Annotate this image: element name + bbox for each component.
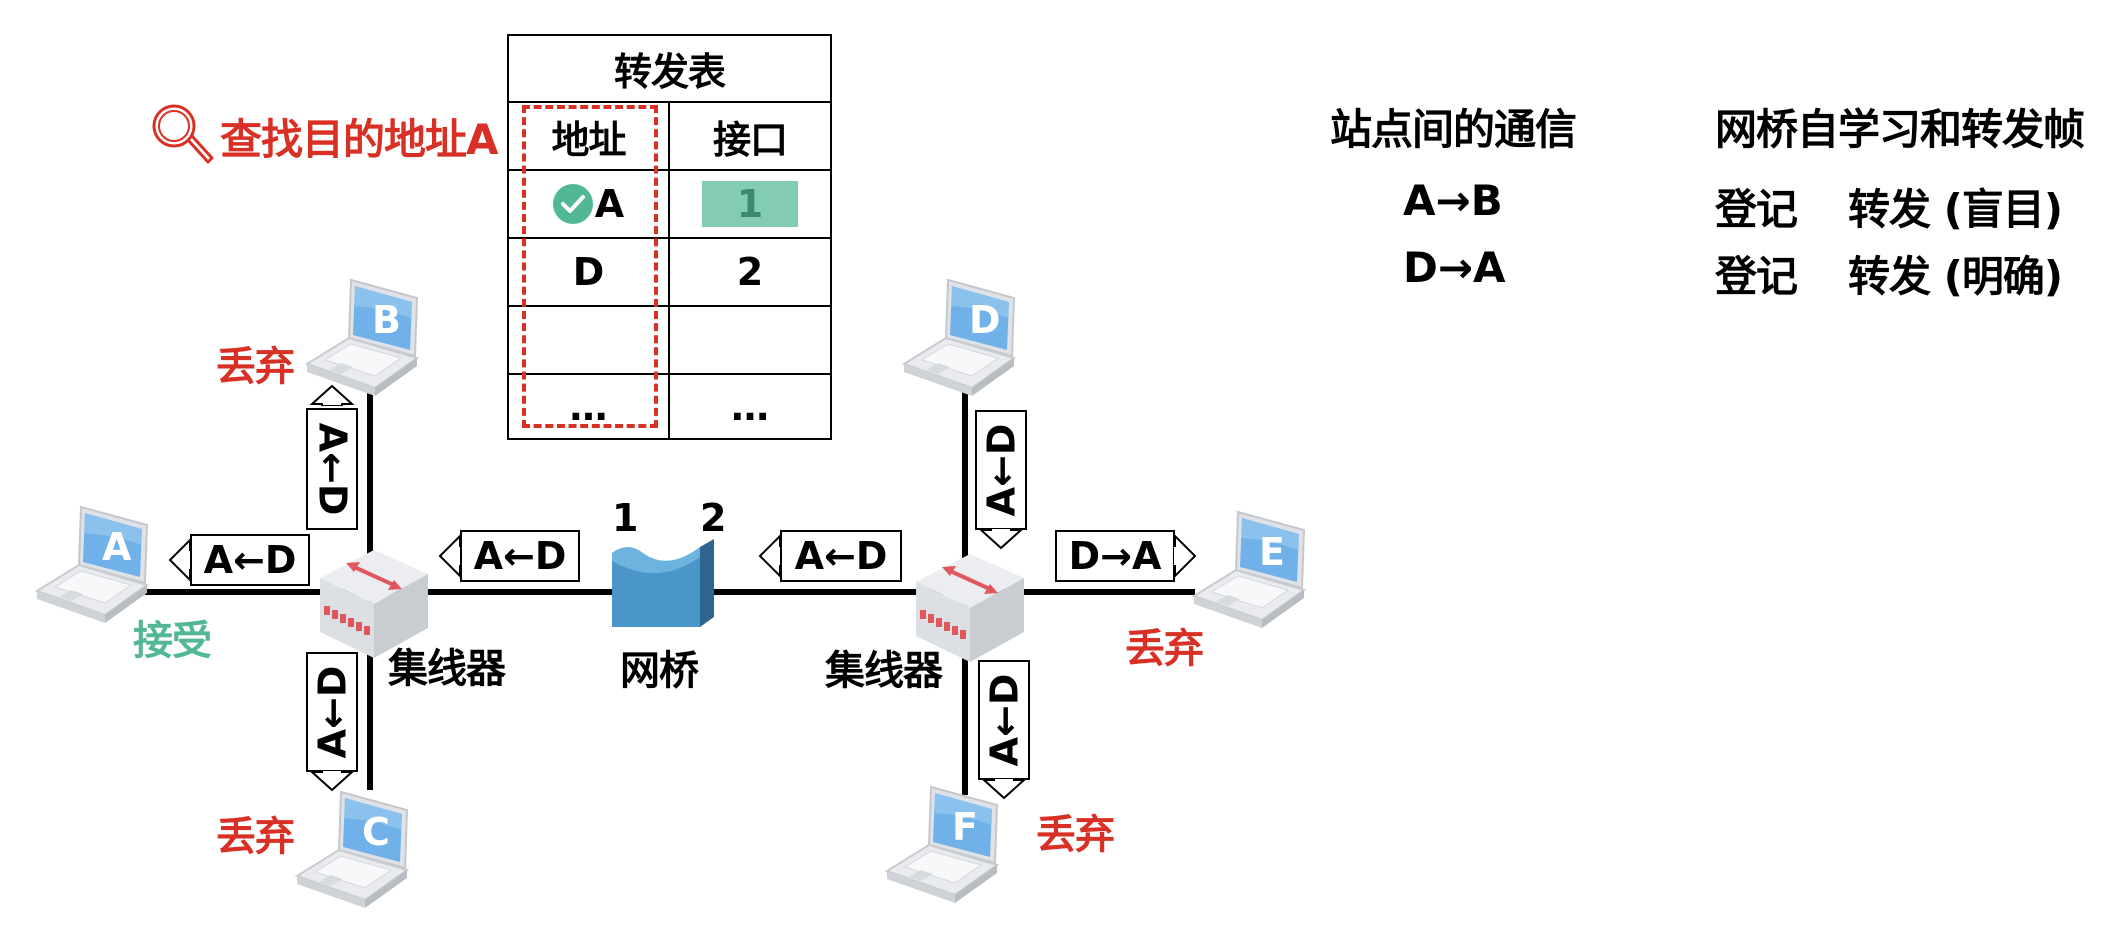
laptop-icon <box>306 279 418 397</box>
legend-forward-2: 转发 (明确) <box>1848 252 2063 301</box>
station-b-status: 丢弃 <box>216 344 295 390</box>
address-column-highlight <box>522 105 658 428</box>
header-port: 接口 <box>712 117 788 162</box>
table-title: 转发表 <box>509 36 830 103</box>
station-c-status: 丢弃 <box>216 814 295 860</box>
table-row: … … <box>509 375 830 438</box>
frame-label: A←D <box>310 422 355 516</box>
laptop-icon <box>903 279 1015 397</box>
station-b[interactable]: B <box>305 278 425 398</box>
legend-forward-1: 转发 (盲目) <box>1848 185 2063 234</box>
frame-label: A←D <box>190 534 310 586</box>
table-row <box>509 307 830 375</box>
matched-port-highlight: 1 <box>702 181 798 227</box>
address-cell: … <box>509 375 670 438</box>
arrowhead-left-icon <box>758 533 782 579</box>
link-hub-right-d <box>962 392 968 602</box>
station-f-status: 丢弃 <box>1036 812 1115 858</box>
frame-from-d: A←D <box>975 410 1027 554</box>
address-value: A <box>594 182 625 226</box>
bridge-port-1: 1 <box>612 496 639 540</box>
station-d[interactable]: D <box>902 278 1022 398</box>
arrowhead-down-icon <box>978 527 1024 550</box>
station-c-letter: C <box>362 810 390 854</box>
frame-to-a: A←D <box>168 534 310 586</box>
legend-right-header: 网桥自学习和转发帧 <box>1715 105 2085 154</box>
link-hub-left-c <box>367 600 373 790</box>
legend-learn-2: 登记 <box>1715 252 1798 301</box>
port-cell <box>670 307 830 373</box>
arrowhead-right-icon <box>1173 533 1197 579</box>
station-e-status: 丢弃 <box>1125 626 1204 672</box>
frame-label: A←D <box>310 665 355 759</box>
arrowhead-down-icon <box>981 777 1027 800</box>
station-f[interactable]: F <box>885 785 1005 905</box>
table-header-row: 地址 接口 <box>509 103 830 171</box>
link-hub-right-f <box>962 600 968 795</box>
arrowhead-down-icon <box>309 769 355 792</box>
station-e-letter: E <box>1259 530 1285 574</box>
legend-left-header: 站点间的通信 <box>1330 105 1577 154</box>
bridge[interactable] <box>608 535 718 630</box>
frame-to-e: D→A <box>1055 530 1197 582</box>
table-row: D 2 <box>509 239 830 307</box>
station-b-letter: B <box>372 298 401 342</box>
table-row: A 1 <box>509 171 830 239</box>
hub-left-label: 集线器 <box>388 646 506 692</box>
laptop-icon <box>1193 511 1305 629</box>
check-icon <box>552 184 593 224</box>
frame-to-bridge-left: A←D <box>438 530 580 582</box>
bridge-label: 网桥 <box>620 648 699 694</box>
station-a-letter: A <box>102 525 132 569</box>
port-cell: 1 <box>670 171 830 237</box>
port-cell: … <box>731 384 769 429</box>
station-e[interactable]: E <box>1192 510 1312 630</box>
laptop-icon <box>296 791 408 909</box>
hub-right-label: 集线器 <box>825 648 943 694</box>
legend-comm-1: A→B <box>1403 176 1503 225</box>
address-cell <box>509 307 670 373</box>
search-label: 查找目的地址A <box>220 115 499 164</box>
arrowhead-left-icon <box>438 533 462 579</box>
station-c[interactable]: C <box>295 790 415 910</box>
frame-to-f: A←D <box>978 660 1030 804</box>
frame-label: A←D <box>460 530 580 582</box>
station-f-letter: F <box>952 805 978 849</box>
frame-label: A←D <box>979 423 1024 517</box>
station-a-status: 接受 <box>133 618 212 664</box>
bridge-icon <box>612 539 714 627</box>
station-d-letter: D <box>969 298 1001 342</box>
frame-to-b: A←D <box>306 384 358 530</box>
legend-comm-2: D→A <box>1403 243 1506 292</box>
station-a[interactable]: A <box>35 505 155 625</box>
port-cell: 2 <box>736 250 764 294</box>
laptop-icon <box>36 506 148 624</box>
arrowhead-left-icon <box>168 537 192 583</box>
link-hub-left-b <box>367 392 373 602</box>
frame-label: A←D <box>982 673 1027 767</box>
frame-label: A←D <box>780 530 902 582</box>
bridge-port-2: 2 <box>700 496 727 540</box>
frame-to-c: A←D <box>306 652 358 796</box>
arrowhead-up-icon <box>309 384 355 407</box>
header-address: 地址 <box>509 103 670 169</box>
frame-label: D→A <box>1055 530 1175 582</box>
forwarding-table: 转发表 地址 接口 A 1 D 2 … … <box>507 34 832 440</box>
address-cell: D <box>509 239 670 305</box>
frame-bridge-right: A←D <box>758 530 902 582</box>
magnifier-icon <box>152 104 214 164</box>
address-cell: A <box>509 171 670 237</box>
legend-learn-1: 登记 <box>1715 185 1798 234</box>
